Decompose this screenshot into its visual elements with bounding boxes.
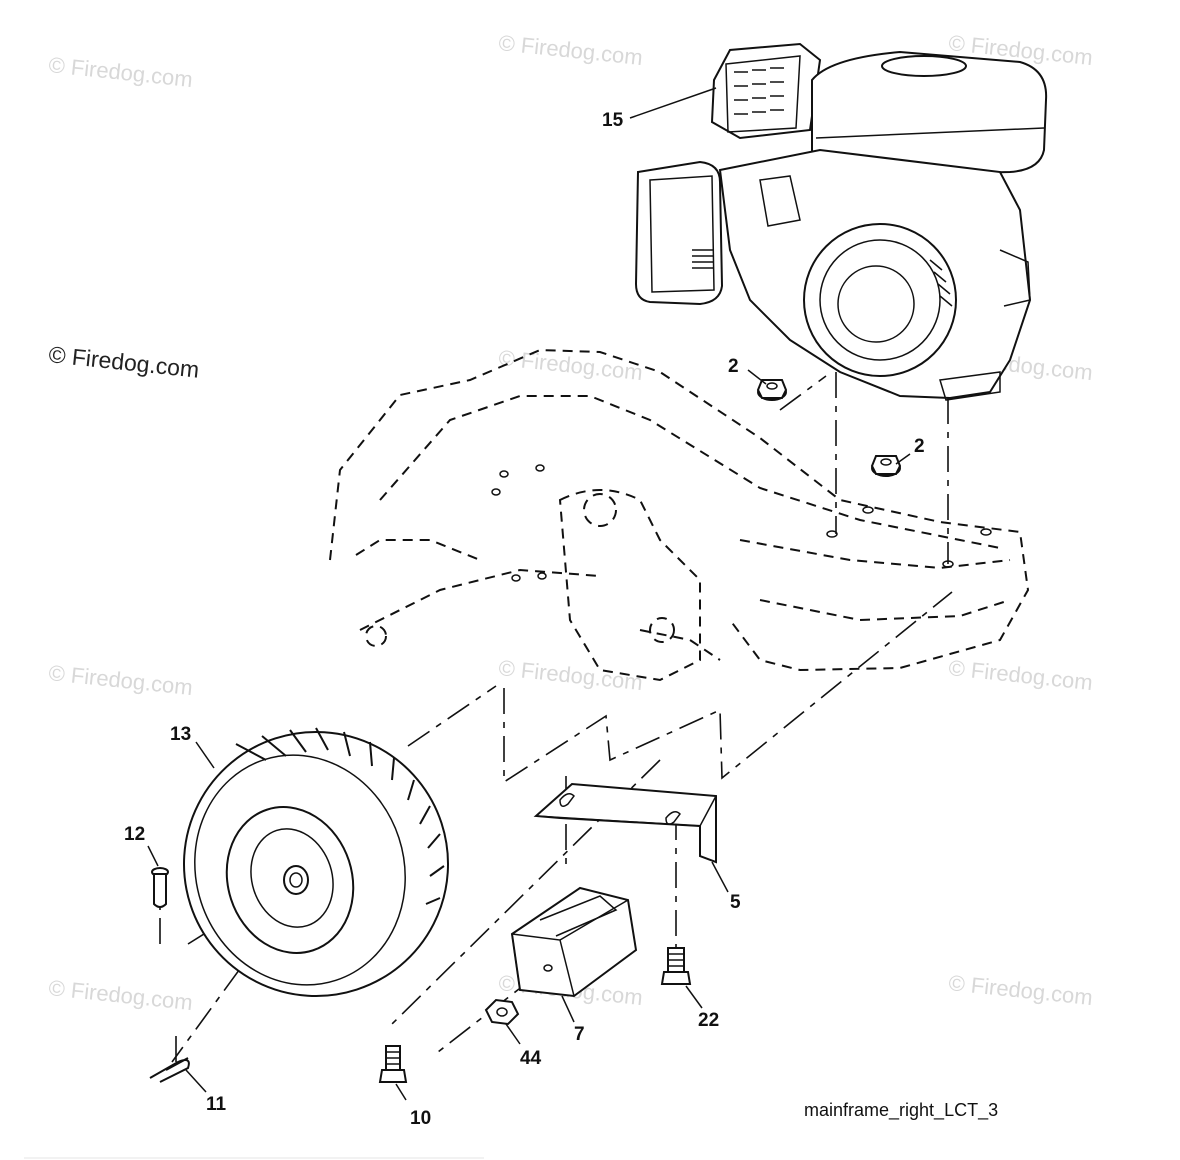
frame-rail-upper bbox=[739, 539, 1011, 570]
mount-holes bbox=[491, 464, 992, 582]
clevis-pin bbox=[151, 867, 169, 908]
leader-12 bbox=[147, 845, 159, 867]
bolt-10 bbox=[378, 1045, 408, 1083]
wheel-hub bbox=[283, 865, 309, 895]
leader-5 bbox=[711, 861, 729, 893]
align-frame-bracket bbox=[503, 591, 953, 784]
engine bbox=[634, 42, 1048, 401]
wheel-assembly bbox=[183, 727, 449, 997]
mounting-bracket bbox=[533, 782, 717, 864]
axle-stub bbox=[639, 629, 721, 661]
watermark-text: © Firedog.com bbox=[947, 655, 1093, 695]
tiller-frame-phantom bbox=[329, 348, 1030, 682]
carburetor bbox=[759, 175, 801, 227]
starter-vents bbox=[929, 259, 953, 307]
tine-shaft bbox=[359, 568, 601, 631]
air-cleaner-vents bbox=[692, 249, 714, 269]
starter-hub bbox=[837, 265, 915, 343]
callouts: 15 2 2 13 12 5 7 22 44 10 11 bbox=[124, 110, 925, 1129]
air-cleaner bbox=[634, 160, 724, 306]
recoil-starter bbox=[803, 223, 957, 377]
watermark-text: © Firedog.com bbox=[497, 30, 643, 70]
leader-22 bbox=[685, 985, 703, 1009]
shaft-end bbox=[365, 625, 387, 647]
heat-shield-grille bbox=[725, 55, 801, 133]
leader-13 bbox=[195, 741, 215, 769]
flange-nut-right bbox=[870, 455, 902, 477]
callout-2-left: 2 bbox=[728, 356, 739, 377]
watermark-text: © Firedog.com bbox=[47, 52, 193, 92]
leader-7 bbox=[561, 995, 575, 1023]
bolt-22 bbox=[660, 947, 692, 985]
axle-end bbox=[649, 617, 675, 643]
tine-shield-lip bbox=[355, 539, 481, 561]
callout-7: 7 bbox=[574, 1024, 585, 1045]
callout-2-right: 2 bbox=[914, 436, 925, 457]
hub-bore bbox=[289, 872, 303, 888]
watermark-text: © Firedog.com bbox=[947, 970, 1093, 1010]
leader-2-right bbox=[895, 453, 911, 465]
hardware bbox=[149, 379, 902, 1083]
watermark-text: © Firedog.com bbox=[47, 660, 193, 700]
frame-outline bbox=[329, 348, 1030, 672]
leader-10 bbox=[395, 1083, 407, 1101]
watermark-text: © Firedog.com bbox=[497, 655, 643, 695]
leader-11 bbox=[185, 1069, 207, 1093]
callout-44: 44 bbox=[520, 1048, 542, 1069]
frame-rail-lower bbox=[759, 599, 1011, 622]
hairpin-clip bbox=[149, 1057, 190, 1083]
transmission-housing bbox=[558, 489, 701, 682]
rim-inner bbox=[250, 828, 334, 928]
tank-seam bbox=[815, 127, 1045, 139]
hex-nut-44 bbox=[484, 998, 520, 1026]
callout-15: 15 bbox=[602, 110, 624, 131]
diagram-caption: mainframe_right_LCT_3 bbox=[804, 1100, 998, 1121]
leader-lines bbox=[147, 87, 911, 1101]
housing-boss bbox=[583, 493, 617, 527]
control-lever bbox=[999, 249, 1031, 307]
callout-13: 13 bbox=[170, 724, 191, 745]
leader-15 bbox=[629, 87, 717, 119]
air-cleaner-cover bbox=[649, 175, 715, 293]
flange-nut-left bbox=[756, 379, 788, 401]
leader-44 bbox=[505, 1023, 521, 1045]
leader-2-left bbox=[747, 369, 767, 385]
callout-22: 22 bbox=[698, 1010, 719, 1031]
starter-ring bbox=[819, 239, 941, 361]
engine-base bbox=[939, 371, 1001, 401]
callout-11: 11 bbox=[206, 1094, 227, 1115]
align-wheel-frame bbox=[407, 685, 497, 747]
tine-shield bbox=[379, 395, 1001, 549]
callout-5: 5 bbox=[730, 892, 741, 913]
align-nut-left bbox=[779, 375, 827, 411]
watermark-main: © Firedog.com bbox=[47, 341, 200, 383]
wheel-weight bbox=[510, 886, 638, 998]
grille-pattern bbox=[734, 67, 784, 115]
fuel-cap bbox=[881, 55, 967, 77]
callout-12: 12 bbox=[124, 824, 145, 845]
callout-10: 10 bbox=[410, 1108, 431, 1129]
tire-tread bbox=[235, 727, 445, 905]
watermark-text: © Firedog.com bbox=[47, 975, 193, 1015]
